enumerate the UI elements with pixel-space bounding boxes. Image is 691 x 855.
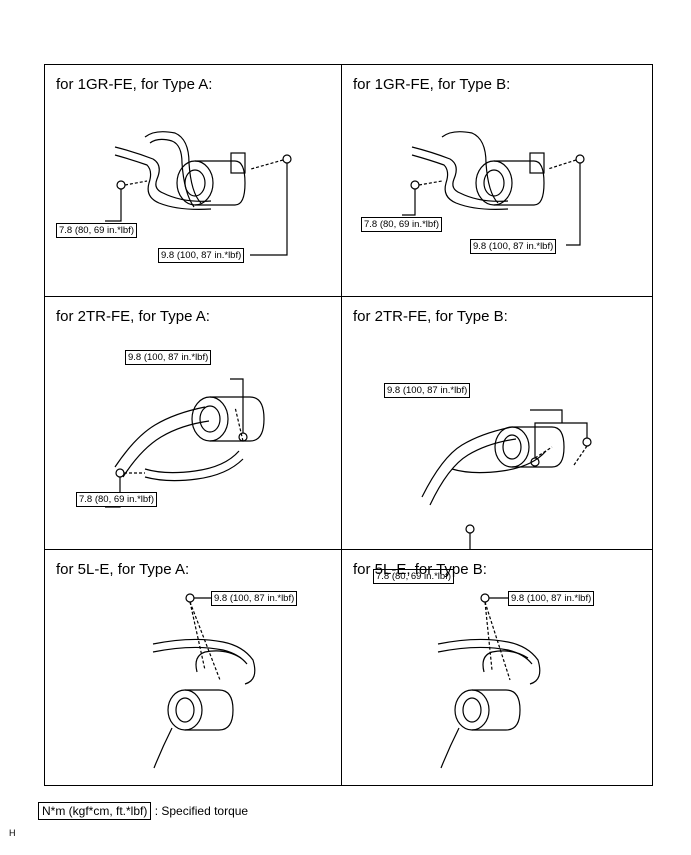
panel-5l-e-type-b: for 5L-E, for Type B: 9.8 (100, 87 in.*l… bbox=[342, 550, 652, 785]
panel-1gr-fe-type-a: for 1GR-FE, for Type A: 7.8 (80, 69 in.*… bbox=[45, 65, 341, 296]
panel-2tr-fe-type-a: for 2TR-FE, for Type A: 9.8 (100, 87 in.… bbox=[45, 297, 341, 549]
compressor-hose-illustration bbox=[437, 593, 541, 769]
panel-title: for 2TR-FE, for Type B: bbox=[353, 308, 508, 325]
torque-label: 9.8 (100, 87 in.*lbf) bbox=[158, 248, 245, 263]
panel-1gr-fe-type-b: for 1GR-FE, for Type B: 7.8 (80, 69 in.*… bbox=[342, 65, 652, 296]
panel-title: for 1GR-FE, for Type B: bbox=[353, 76, 511, 93]
panel-5l-e-type-a: for 5L-E, for Type A: 9.8 (100, 87 in.*l… bbox=[45, 550, 341, 785]
grid-divider-row1 bbox=[45, 296, 652, 297]
panel-title: for 5L-E, for Type A: bbox=[56, 561, 190, 578]
illustration-grid: for 1GR-FE, for Type A: 7.8 (80, 69 in.*… bbox=[44, 64, 653, 786]
panel-title: for 5L-E, for Type B: bbox=[353, 561, 487, 578]
torque-label: 9.8 (100, 87 in.*lbf) bbox=[211, 591, 298, 606]
torque-legend: N*m (kgf*cm, ft.*lbf) : Specified torque bbox=[38, 802, 249, 820]
torque-label: 9.8 (100, 87 in.*lbf) bbox=[384, 383, 471, 398]
grid-divider-row2 bbox=[45, 549, 652, 550]
torque-label: 7.8 (80, 69 in.*lbf) bbox=[373, 569, 454, 584]
torque-label: 9.8 (100, 87 in.*lbf) bbox=[508, 591, 595, 606]
torque-label: 9.8 (100, 87 in.*lbf) bbox=[125, 350, 212, 365]
torque-label: 7.8 (80, 69 in.*lbf) bbox=[76, 492, 157, 507]
torque-label: 7.8 (80, 69 in.*lbf) bbox=[56, 223, 137, 238]
panel-title: for 1GR-FE, for Type A: bbox=[56, 76, 213, 93]
grid-divider-vertical bbox=[341, 65, 342, 785]
panel-title: for 2TR-FE, for Type A: bbox=[56, 308, 210, 325]
legend-text: : Specified torque bbox=[154, 804, 249, 818]
figure-code: H bbox=[9, 828, 16, 838]
legend-unit-box: N*m (kgf*cm, ft.*lbf) bbox=[38, 802, 152, 820]
torque-label: 9.8 (100, 87 in.*lbf) bbox=[470, 239, 557, 254]
torque-label: 7.8 (80, 69 in.*lbf) bbox=[361, 217, 442, 232]
compressor-hose-illustration bbox=[421, 409, 592, 549]
compressor-hose-illustration bbox=[402, 131, 585, 246]
panel-2tr-fe-type-b: for 2TR-FE, for Type B: 9.8 (100, 87 in.… bbox=[342, 297, 652, 584]
compressor-hose-illustration bbox=[152, 593, 256, 769]
compressor-hose-illustration bbox=[105, 378, 265, 508]
compressor-hose-illustration bbox=[105, 131, 292, 256]
